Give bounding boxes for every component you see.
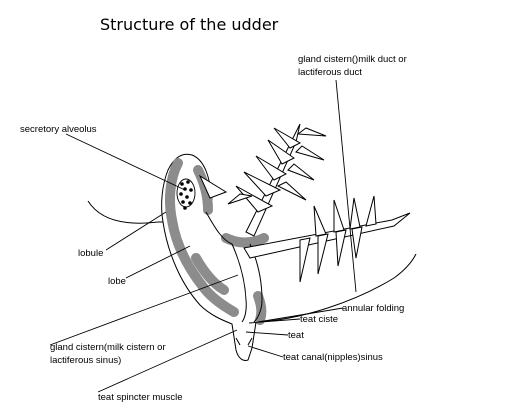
leader-gland-cistern-duct — [335, 79, 357, 293]
label-gland-cistern-sinus-line2: lactiferous sinus) — [50, 355, 121, 366]
milk-duct-branches — [198, 127, 377, 283]
gland-cistern-outline — [205, 211, 247, 323]
leader-teat — [245, 331, 289, 336]
teat-tip — [235, 337, 253, 346]
leader-lobe — [125, 245, 191, 279]
udder-outline — [87, 200, 417, 361]
glandular-tissue-band — [165, 158, 239, 317]
glandular-tissue-lobe — [191, 253, 229, 295]
label-gland-cistern-duct-line2: lactiferous duct — [298, 67, 362, 78]
label-secretory-alveolus: secretory alveolus — [20, 124, 97, 135]
gland-cistern-right-wall — [249, 243, 263, 323]
label-teat-sphincter: teat spincter muscle — [98, 392, 182, 403]
leader-teat-cistern — [248, 318, 301, 324]
label-annular-folding: annular folding — [342, 303, 404, 314]
label-lobule: lobule — [78, 248, 103, 259]
leader-secretory-alveolus — [65, 133, 186, 191]
leader-teat-sphincter — [97, 329, 238, 393]
secretory-alveolus-cluster — [176, 178, 196, 210]
leader-annular-folding — [257, 307, 344, 323]
leader-gland-cistern-sinus — [49, 274, 239, 346]
label-gland-cistern-sinus-line1: gland cistern(milk cistern or — [50, 342, 166, 353]
label-lobe: lobe — [108, 276, 126, 287]
label-teat-canal: teat canal(nipples)sinus — [283, 352, 383, 363]
glandular-tissue-inner — [193, 165, 213, 215]
label-teat-cistern: teat ciste — [300, 314, 338, 325]
gland-upper-contour — [161, 153, 213, 223]
glandular-tissue-base — [221, 233, 269, 248]
label-teat: teat — [288, 330, 304, 341]
diagram-title: Structure of the udder — [100, 15, 279, 34]
label-gland-cistern-duct-line1: gland cistern()milk duct or — [298, 54, 407, 65]
leader-lobule — [105, 211, 167, 251]
leader-teat-canal — [247, 345, 284, 358]
